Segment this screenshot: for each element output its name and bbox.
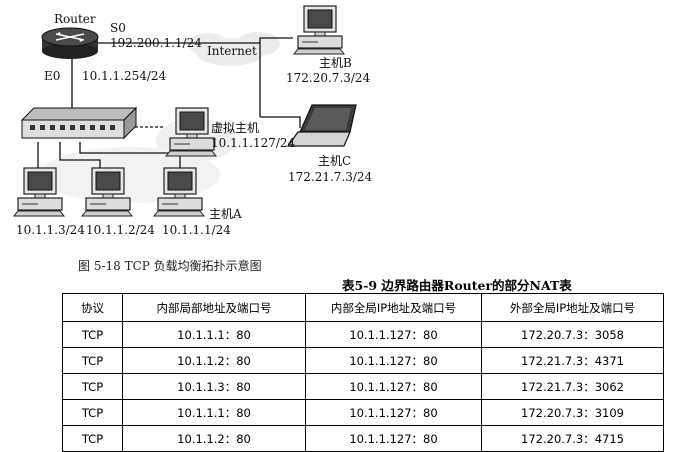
inside-global-cell: 10.1.1.127：80 — [305, 321, 482, 348]
inside-local-cell: 10.1.1.3：80 — [122, 373, 306, 400]
outside-global-cell: 172.21.7.3：3062 — [481, 373, 664, 400]
router-icon — [41, 27, 99, 59]
outside-global-cell: 172.21.7.3：4371 — [481, 347, 664, 374]
inside-local-cell: 10.1.1.2：80 — [122, 347, 306, 374]
pc-ip-label: 10.1.1.1/24 — [162, 223, 231, 237]
nat-table-header-row: 协议 内部局部地址及端口号 内部全局IP地址及端口号 外部全局IP地址及端口号 — [62, 293, 664, 322]
protocol-cell: TCP — [62, 425, 123, 452]
column-header: 内部局部地址及端口号 — [122, 293, 306, 322]
table-row: TCP 10.1.1.2：80 10.1.1.127：80 172.21.7.3… — [62, 347, 664, 374]
inside-global-cell: 10.1.1.127：80 — [305, 399, 482, 426]
column-header: 内部全局IP地址及端口号 — [305, 293, 482, 322]
pc-10-1-1-3-icon — [13, 167, 65, 217]
outside-global-cell: 172.20.7.3：3058 — [481, 321, 664, 348]
table-row: TCP 10.1.1.2：80 10.1.1.127：80 172.20.7.3… — [62, 425, 664, 452]
network-topology-diagram — [13, 5, 357, 217]
outside-global-cell: 172.20.7.3：4715 — [481, 425, 664, 452]
host-c-name: 主机C — [318, 154, 352, 168]
column-header: 外部全局IP地址及端口号 — [481, 293, 664, 322]
nat-table: 协议 内部局部地址及端口号 内部全局IP地址及端口号 外部全局IP地址及端口号 … — [62, 293, 664, 452]
internet-label: Internet — [207, 44, 257, 58]
column-header: 协议 — [62, 293, 123, 322]
inside-local-cell: 10.1.1.1：80 — [122, 399, 306, 426]
protocol-cell: TCP — [62, 373, 123, 400]
table-row: TCP 10.1.1.3：80 10.1.1.127：80 172.21.7.3… — [62, 373, 664, 400]
s0-ip-label: 192.200.1.1/24 — [110, 36, 202, 50]
inside-global-cell: 10.1.1.127：80 — [305, 347, 482, 374]
figure-caption: 图 5-18 TCP 负载均衡拓扑示意图 — [78, 259, 262, 273]
pc-ip-label: 10.1.1.2/24 — [86, 223, 155, 237]
inside-local-cell: 10.1.1.1：80 — [122, 321, 306, 348]
e0-label: E0 — [44, 69, 61, 83]
table-caption: 表5-9 边界路由器Router的部分NAT表 — [342, 278, 572, 293]
pc-ip-label: 10.1.1.3/24 — [16, 223, 85, 237]
inside-global-cell: 10.1.1.127：80 — [305, 373, 482, 400]
host-b-computer-icon — [293, 5, 345, 55]
network-links — [37, 37, 301, 178]
e0-ip-label: 10.1.1.254/24 — [82, 69, 167, 83]
host-a-name: 主机A — [209, 207, 242, 221]
table-row: TCP 10.1.1.1：80 10.1.1.127：80 172.20.7.3… — [62, 321, 664, 348]
host-b-name: 主机B — [319, 56, 352, 70]
inside-local-cell: 10.1.1.2：80 — [122, 425, 306, 452]
router-label: Router — [54, 12, 96, 26]
s0-label: S0 — [110, 21, 126, 35]
switch-icon — [20, 106, 138, 140]
protocol-cell: TCP — [62, 399, 123, 426]
outside-global-cell: 172.20.7.3：3109 — [481, 399, 664, 426]
table-row: TCP 10.1.1.1：80 10.1.1.127：80 172.20.7.3… — [62, 399, 664, 426]
inside-global-cell: 10.1.1.127：80 — [305, 425, 482, 452]
protocol-cell: TCP — [62, 347, 123, 374]
protocol-cell: TCP — [62, 321, 123, 348]
host-c-laptop-icon — [286, 104, 357, 147]
host-b-ip: 172.20.7.3/24 — [286, 71, 371, 85]
host-c-ip: 172.21.7.3/24 — [288, 170, 373, 184]
virtual-host-ip: 10.1.1.127/24 — [211, 136, 296, 150]
virtual-host-name: 虚拟主机 — [211, 121, 260, 135]
